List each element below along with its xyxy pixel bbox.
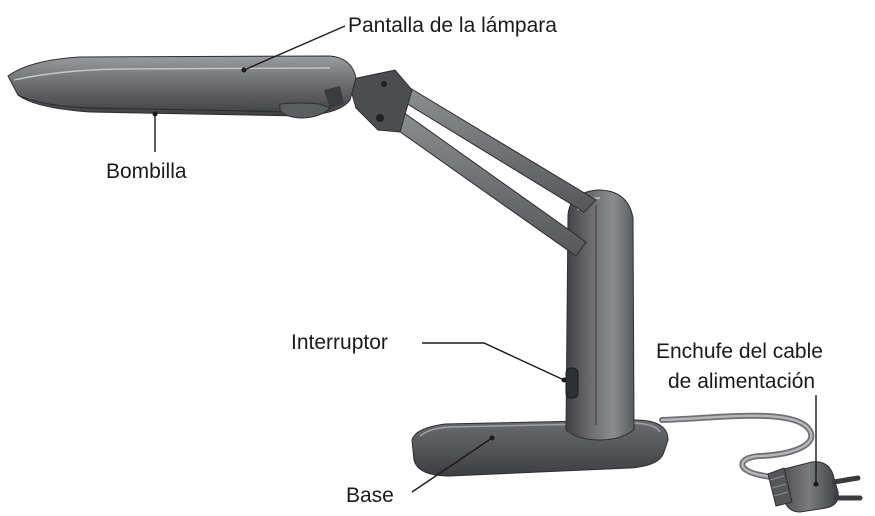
label-shade: Pantalla de la lámpara: [348, 14, 557, 37]
label-plug-line1: Enchufe del cable: [656, 340, 823, 363]
leader-lines: [152, 25, 819, 493]
lamp-shade: [7, 55, 357, 119]
label-plug-line2: de alimentación: [668, 370, 815, 393]
switch-button: [565, 367, 579, 399]
label-bulb: Bombilla: [106, 160, 187, 183]
lamp-arms: [347, 69, 597, 257]
bulb-housing: [279, 102, 331, 119]
label-switch: Interruptor: [291, 331, 388, 354]
label-base: Base: [346, 484, 394, 507]
lamp-pillar: [565, 189, 635, 441]
power-cord: [659, 412, 815, 483]
power-plug: [767, 461, 863, 513]
